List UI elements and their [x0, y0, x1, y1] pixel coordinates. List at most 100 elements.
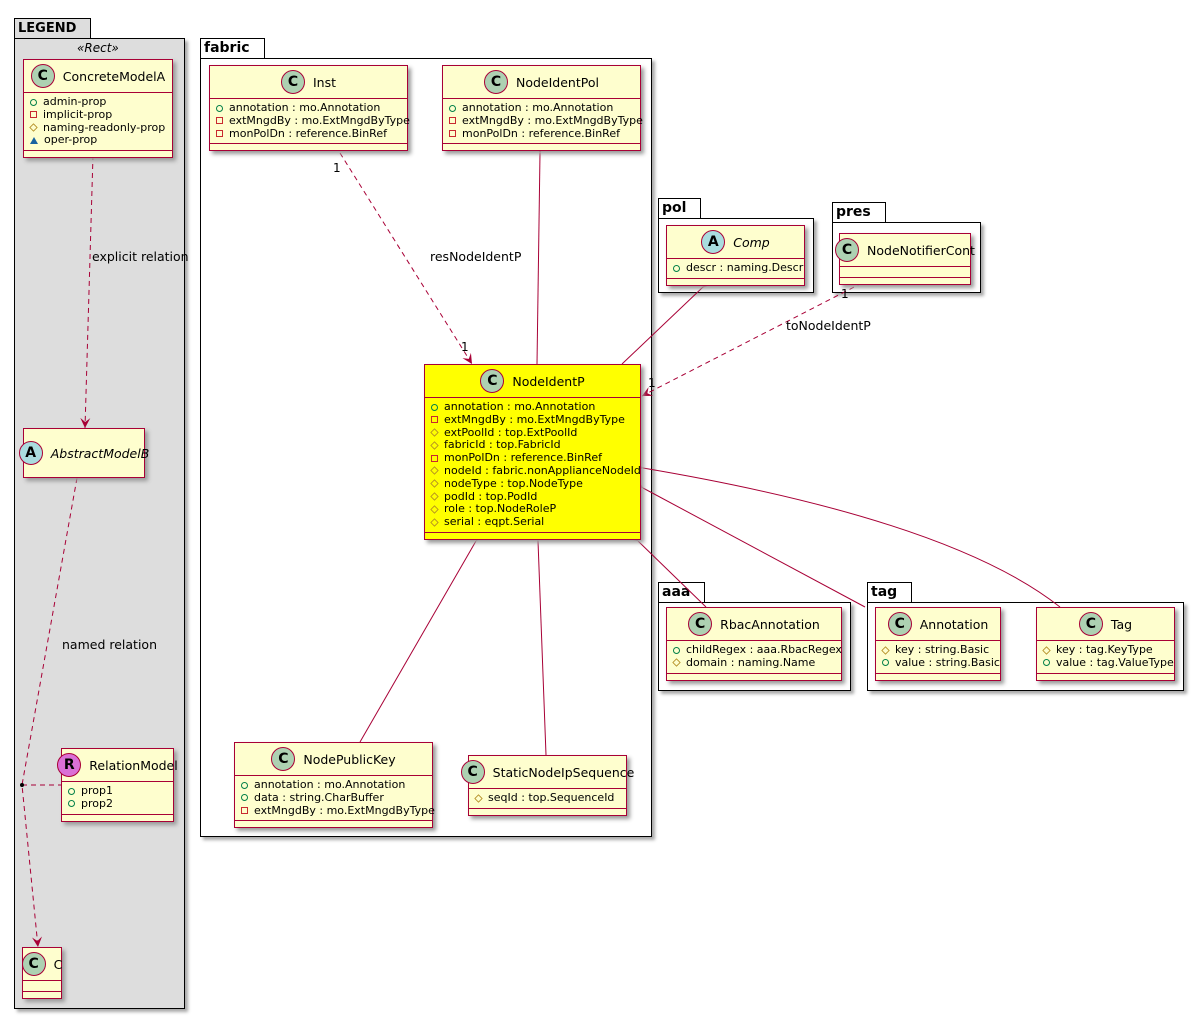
protected-visibility-icon [29, 123, 38, 132]
multiplicity-inst: 1 [333, 161, 341, 175]
attribute-text: naming-readonly-prop [43, 120, 166, 134]
class-name: RelationModel [89, 757, 178, 773]
attribute-row: role : top.NodeRoleP [430, 502, 634, 516]
private-visibility-icon [431, 454, 438, 462]
private-visibility-icon [449, 130, 456, 138]
attribute-text: annotation : mo.Annotation [229, 101, 381, 114]
public-visibility-icon [431, 403, 438, 411]
attribute-row: childRegex : aaa.RbacRegex [673, 643, 842, 657]
attribute-row: seqId : top.SequenceId [474, 791, 620, 805]
package-tab-pres: pres [832, 202, 886, 222]
private-visibility-icon [241, 807, 248, 815]
protected-visibility-icon [881, 645, 890, 655]
edge-annotation-composition [631, 481, 866, 608]
attribute-row: extMngdBy : mo.ExtMngdByType [241, 804, 435, 818]
attribute-row: prop2 [68, 796, 167, 811]
attribute-row: descr : naming.Descr [673, 261, 803, 275]
attribute-row: monPolDn : reference.BinRef [449, 126, 634, 141]
attribute-row: value : tag.ValueType [1043, 656, 1174, 670]
attribute-row: extPoolId : top.ExtPoolId [430, 426, 634, 440]
attribute-row: implicit-prop [30, 108, 166, 122]
method-list [667, 674, 841, 680]
multiplicity-nodeidentp-to: 1 [648, 376, 656, 390]
attribute-text: data : string.CharBuffer [254, 790, 384, 804]
attribute-row: naming-readonly-prop [29, 120, 166, 135]
package-tab-aaa: aaa [658, 582, 706, 602]
attribute-text: monPolDn : reference.BinRef [462, 126, 620, 140]
class-icon: C [835, 238, 860, 262]
public-visibility-icon [1043, 659, 1050, 667]
abstract-class-icon: A [18, 441, 43, 465]
public-visibility-icon [673, 646, 680, 654]
abstract-class-icon: A [701, 230, 726, 254]
method-list [210, 144, 407, 150]
method-list [667, 279, 804, 285]
attribute-text: key : tag.KeyType [1056, 643, 1153, 656]
edge-comp-inheritance [621, 287, 703, 365]
public-visibility-icon [216, 104, 223, 112]
attribute-row: oper-prop [30, 133, 166, 147]
edge-tag-composition [630, 463, 1061, 608]
attribute-text: podId : top.PodId [444, 489, 538, 503]
private-visibility-icon [30, 111, 37, 119]
protected-visibility-icon [430, 492, 439, 501]
class-name: Annotation [919, 616, 989, 632]
edge-named-relation [21, 477, 78, 948]
multiplicity-nodeidentp-res: 1 [461, 340, 469, 354]
attribute-text: value : string.Basic [895, 655, 1000, 669]
attribute-row: annotation : mo.Annotation [241, 778, 426, 792]
attribute-row: prop1 [68, 784, 167, 798]
class-icon: C [484, 70, 508, 94]
public-visibility-icon [30, 98, 37, 106]
attribute-text: annotation : mo.Annotation [444, 400, 596, 413]
class-name: Tag [1110, 616, 1133, 632]
class-icon: C [271, 747, 296, 771]
attribute-text: monPolDn : reference.BinRef [229, 126, 387, 140]
private-visibility-icon [449, 117, 456, 125]
class-icon: C [30, 64, 55, 88]
package-tab-tag: tag [867, 582, 913, 602]
class-name: C [53, 956, 63, 972]
public-visibility-icon [68, 787, 75, 795]
attribute-text: extMngdBy : mo.ExtMngdByType [254, 803, 435, 817]
attribute-row: extMngdBy : mo.ExtMngdByType [216, 114, 410, 128]
private-visibility-icon [216, 117, 223, 125]
protected-visibility-icon [430, 479, 439, 488]
attribute-list [840, 267, 970, 278]
method-list [840, 278, 970, 284]
attribute-text: seqId : top.SequenceId [488, 791, 615, 804]
attribute-row: data : string.CharBuffer [241, 790, 426, 805]
method-list [876, 674, 1000, 680]
attribute-row: key : tag.KeyType [1042, 643, 1168, 657]
class-icon: C [887, 612, 912, 636]
attribute-text: prop2 [81, 796, 113, 810]
edge-nodepublickey-composition [359, 529, 483, 743]
attribute-text: nodeType : top.NodeType [444, 476, 583, 490]
